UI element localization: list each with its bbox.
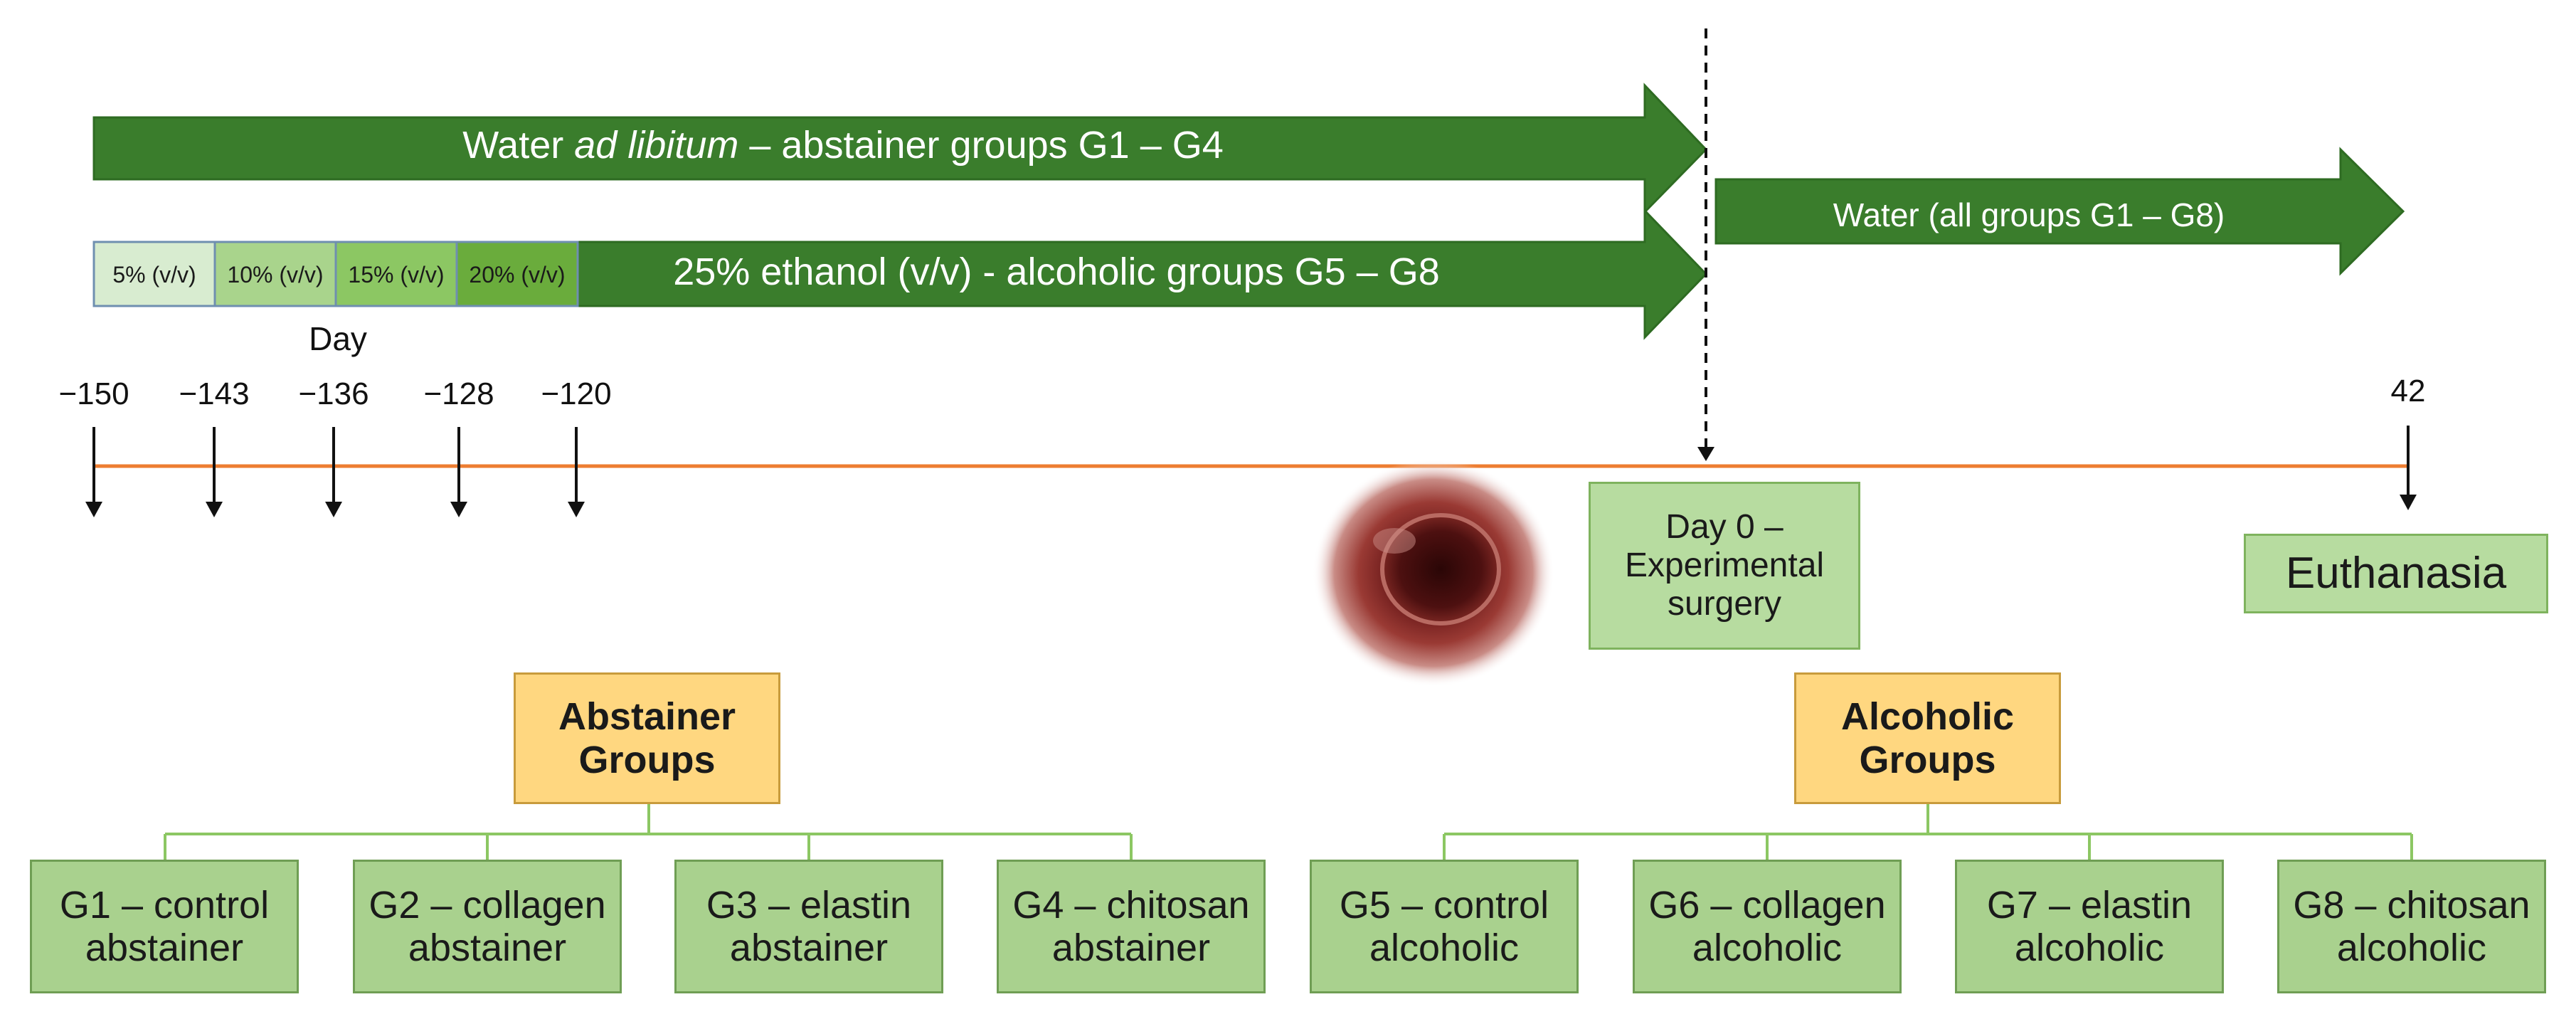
ethanol-alcoholic-label: 25% ethanol (v/v) - alcoholic groups G5 … — [673, 250, 1440, 293]
ramp-step-5-label: 5% (v/v) — [112, 262, 196, 287]
water-all-arrow — [1714, 147, 2405, 276]
tick-label: −128 — [423, 376, 494, 411]
water-all-label: Water (all groups G1 – G8) — [1833, 196, 2225, 233]
group-box-g1: G1 – control abstainer — [30, 860, 299, 993]
surgery-dashed-arrowhead — [1697, 447, 1714, 461]
group-box-g2: G2 – collagen abstainer — [353, 860, 622, 993]
tick-label: −150 — [58, 376, 129, 411]
group-box-g7: G7 – elastin alcoholic — [1955, 860, 2224, 993]
alcoholic-tree-lines — [1443, 804, 2413, 860]
tick-label-end: 42 — [2391, 374, 2426, 408]
alcoholic-groups-header: Alcoholic Groups — [1794, 672, 2061, 804]
ramp-step-15 — [334, 241, 458, 307]
ramp-step-10 — [213, 241, 337, 307]
timeline-arrows — [85, 426, 2417, 517]
group-box-g4: G4 – chitosan abstainer — [997, 860, 1266, 993]
surgical-defect-photo — [1313, 459, 1554, 687]
timeline-ticks: −150 −143 −136 −128 −120 42 — [58, 374, 2425, 411]
euthanasia-event-box: Euthanasia — [2244, 534, 2548, 613]
tick-label: −120 — [541, 376, 611, 411]
tick-label: −136 — [298, 376, 369, 411]
water-abstainer-label: Water ad libitum – abstainer groups G1 –… — [462, 124, 1224, 167]
surgery-event-box: Day 0 – Experimental surgery — [1589, 482, 1860, 650]
ramp-step-20 — [455, 241, 579, 307]
group-box-g6: G6 – collagen alcoholic — [1633, 860, 1902, 993]
group-box-g5: G5 – control alcoholic — [1310, 860, 1579, 993]
ramp-step-15-label: 15% (v/v) — [348, 262, 444, 287]
group-box-g8: G8 – chitosan alcoholic — [2277, 860, 2546, 993]
water-abstainer-arrow — [92, 83, 1708, 215]
ramp-step-20-label: 20% (v/v) — [469, 262, 565, 287]
ramp-step-10-label: 10% (v/v) — [227, 262, 323, 287]
tick-label: −143 — [179, 376, 249, 411]
abstainer-tree-lines — [164, 804, 1133, 860]
abstainer-groups-header: Abstainer Groups — [514, 672, 780, 804]
group-box-g3: G3 – elastin abstainer — [674, 860, 943, 993]
timeline-axis-label: Day — [309, 320, 367, 357]
